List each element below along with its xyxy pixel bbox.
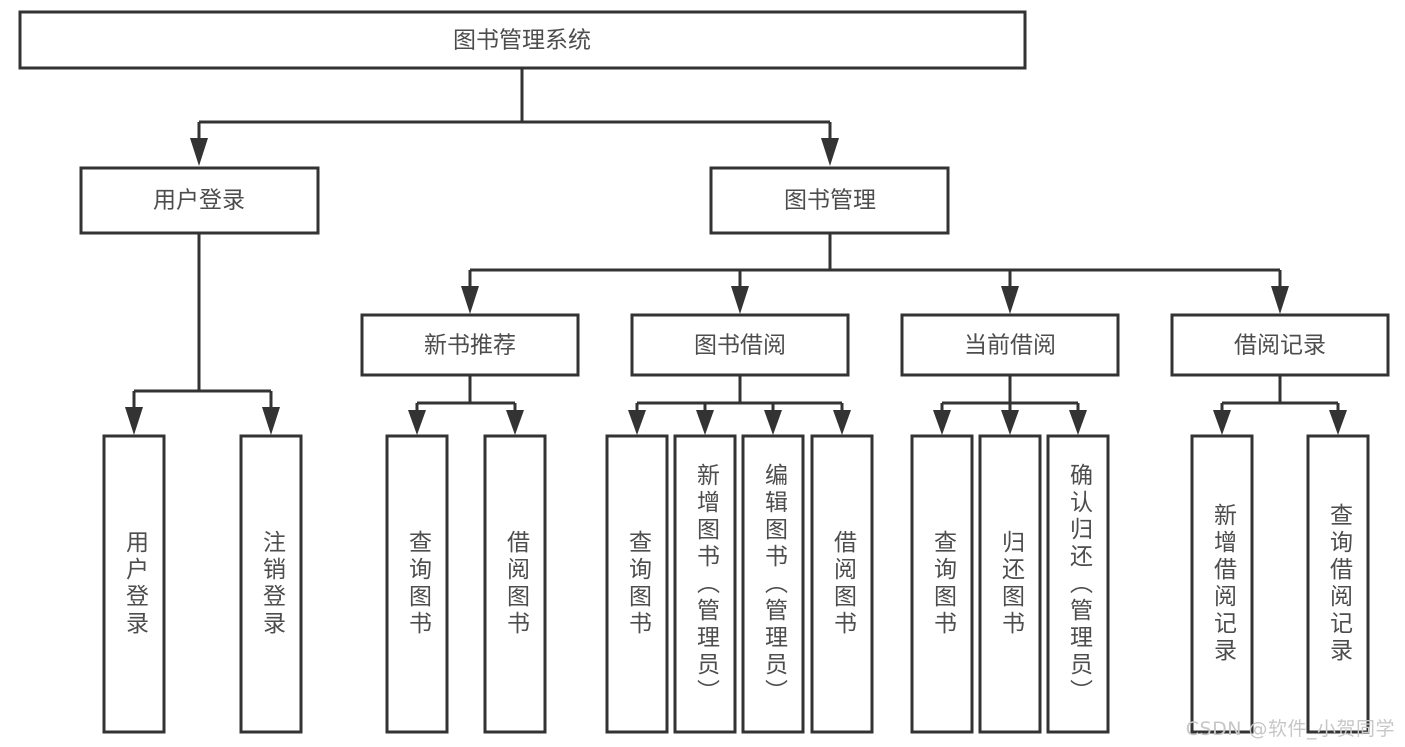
connector-root-to-level2 <box>190 68 839 166</box>
node-box-new-book-rec[interactable] <box>360 313 580 377</box>
arrowhead-leaf-query-book-2 <box>628 410 646 435</box>
node-box-leaf-user-login[interactable] <box>102 434 166 734</box>
arrowhead-leaf-confirm-return <box>1069 410 1087 435</box>
node-label-borrow-record: 借阅记录 <box>1234 333 1326 359</box>
arrowhead-new-book-rec <box>461 286 479 314</box>
arrowhead-leaf-borrow-book-2 <box>833 410 851 435</box>
node-box-current-borrow[interactable] <box>900 313 1120 377</box>
csdn-watermark: CSDN @软件_小贺同学 <box>1185 718 1395 740</box>
connector-book-manage-to-level3 <box>461 233 1289 314</box>
arrowhead-leaf-query-record <box>1329 410 1347 435</box>
node-label-book-manage: 图书管理 <box>784 188 876 214</box>
node-box-leaf-logout-login[interactable] <box>239 434 303 734</box>
connector-user-login-to-leaves <box>125 233 280 435</box>
node-label-user-login: 用户登录 <box>153 188 245 214</box>
node-box-leaf-edit-book[interactable] <box>741 434 805 734</box>
connector-book-borrow-to-leaves <box>628 375 851 435</box>
node-box-leaf-query-record[interactable] <box>1306 434 1370 734</box>
node-box-user-login[interactable] <box>79 166 320 235</box>
arrowhead-leaf-logout-login <box>262 407 280 435</box>
connector-current-borrow-to-leaves <box>933 375 1087 435</box>
arrowhead-leaf-user-login <box>125 407 143 435</box>
node-box-leaf-confirm-return[interactable] <box>1046 434 1110 734</box>
arrowhead-leaf-add-book <box>696 410 714 435</box>
node-box-leaf-add-record[interactable] <box>1190 434 1254 734</box>
node-box-leaf-query-book-3[interactable] <box>910 434 974 734</box>
node-box-leaf-return-book[interactable] <box>978 434 1042 734</box>
arrowhead-leaf-query-book-3 <box>933 410 951 435</box>
node-box-root[interactable] <box>18 10 1027 70</box>
node-box-book-borrow[interactable] <box>630 313 850 377</box>
node-box-leaf-borrow-book-2[interactable] <box>810 434 874 734</box>
node-box-leaf-query-book-2[interactable] <box>605 434 669 734</box>
node-label-root: 图书管理系统 <box>453 28 591 54</box>
arrowhead-leaf-edit-book <box>764 410 782 435</box>
node-label-book-borrow: 图书借阅 <box>694 333 786 359</box>
node-label-new-book-rec: 新书推荐 <box>424 333 516 359</box>
arrowhead-leaf-query-book-1 <box>408 410 426 435</box>
node-box-book-manage[interactable] <box>709 166 950 235</box>
node-label-current-borrow: 当前借阅 <box>964 333 1056 359</box>
arrowhead-borrow-record <box>1271 286 1289 314</box>
node-box-leaf-add-book[interactable] <box>673 434 737 734</box>
node-box-borrow-record[interactable] <box>1170 313 1390 377</box>
connector-new-book-rec-to-leaves <box>408 375 524 435</box>
arrowhead-leaf-add-record <box>1213 410 1231 435</box>
arrowhead-leaf-return-book <box>1001 410 1019 435</box>
arrowhead-current-borrow <box>1001 286 1019 314</box>
connector-borrow-record-to-leaves <box>1213 375 1347 435</box>
arrowhead-book-borrow <box>731 286 749 314</box>
arrowhead-leaf-borrow-book-1 <box>506 410 524 435</box>
arrowhead-user-login <box>190 138 208 166</box>
node-box-leaf-query-book-1[interactable] <box>385 434 449 734</box>
node-box-leaf-borrow-book-1[interactable] <box>483 434 547 734</box>
arrowhead-book-manage <box>821 138 839 166</box>
